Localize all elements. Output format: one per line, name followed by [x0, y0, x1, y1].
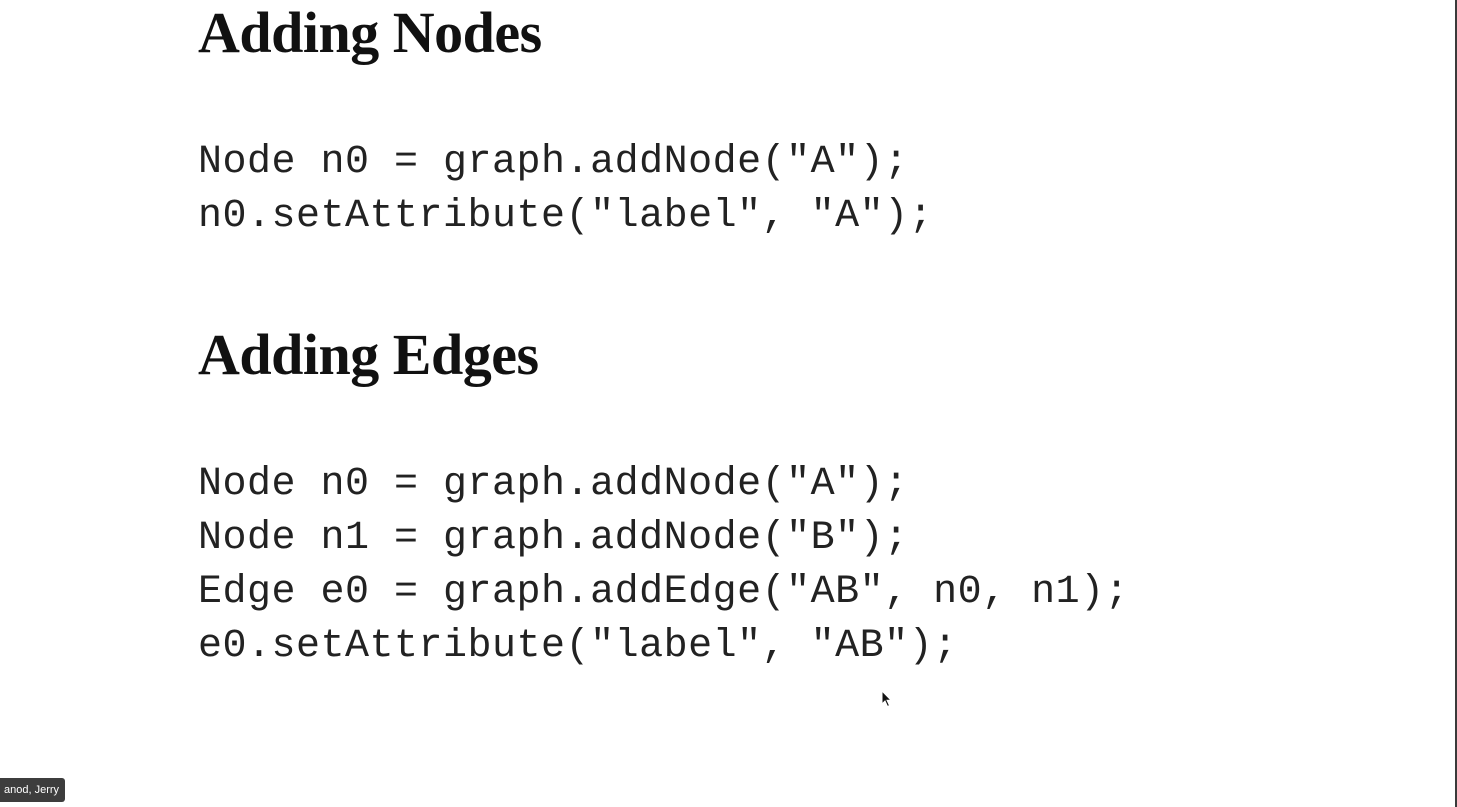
- code-line: Node n1 = graph.addNode("B");: [198, 516, 909, 561]
- code-line: Node n0 = graph.addNode("A");: [198, 140, 909, 185]
- adding-edges-heading: Adding Edges: [198, 322, 539, 387]
- mouse-pointer-icon: [881, 690, 893, 708]
- code-line: Edge e0 = graph.addEdge("AB", n0, n1);: [198, 570, 1130, 615]
- code-line: Node n0 = graph.addNode("A");: [198, 462, 909, 507]
- code-line: e0.setAttribute("label", "AB");: [198, 624, 958, 669]
- adding-nodes-code-block: Node n0 = graph.addNode("A"); n0.setAttri…: [198, 136, 933, 244]
- adding-edges-code-block: Node n0 = graph.addNode("A"); Node n1 = g…: [198, 458, 1129, 674]
- adding-nodes-heading: Adding Nodes: [198, 0, 542, 65]
- participant-name-tag: anod, Jerry: [0, 778, 66, 802]
- code-line: n0.setAttribute("label", "A");: [198, 194, 934, 239]
- window-edge-divider: [1455, 0, 1457, 807]
